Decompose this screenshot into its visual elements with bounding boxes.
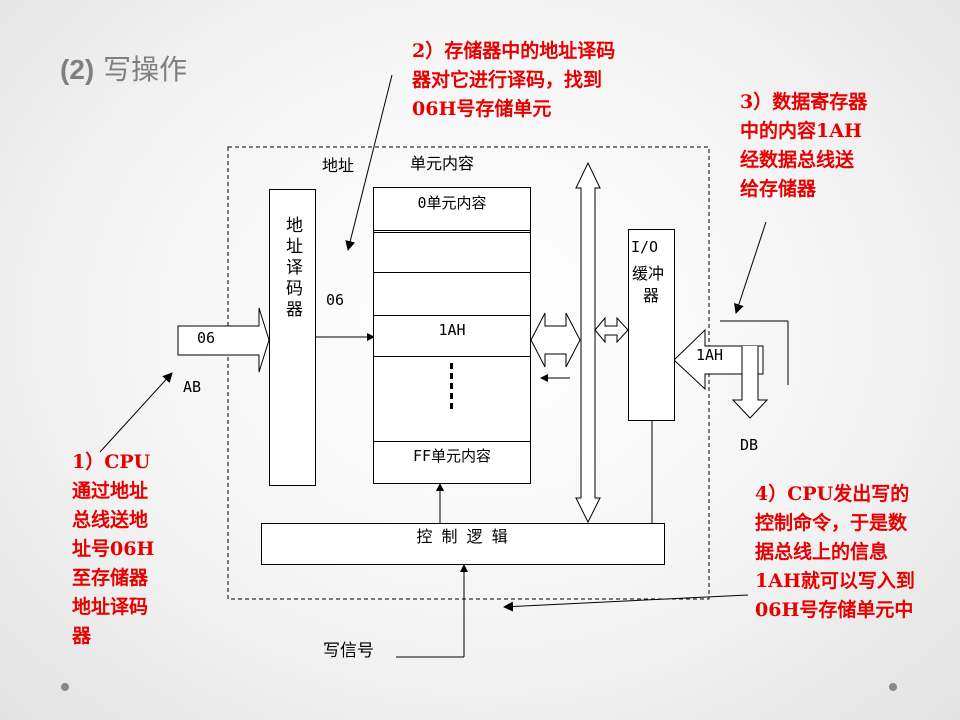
memory-cell-0: 0单元内容 — [374, 188, 530, 231]
write-signal-label: 写信号 — [323, 641, 374, 661]
ellipsis-dots — [450, 363, 453, 411]
memory-cell-0-content: 0单元内容 — [417, 194, 487, 212]
memory-cell-06-content: 1AH — [438, 321, 466, 339]
memory-cell-ff: FF单元内容 — [374, 442, 530, 483]
address-decoder: 地址译码器 — [269, 189, 316, 486]
io-buffer-line3: 器 — [643, 286, 660, 305]
ab-input-arrow — [177, 307, 270, 373]
note-step1: 1）CPU 通过地址 总线送地 址号06H 至存储器 地址译码 器 — [72, 451, 155, 647]
io-buffer-line2: 缓冲 — [632, 264, 665, 283]
note-step3: 3）数据寄存器 中的内容1AH 经数据总线送 给存储器 — [740, 91, 868, 200]
memory-cell-divider — [374, 230, 530, 233]
memory-cell-1 — [374, 232, 530, 273]
memory-cell-gap — [374, 357, 530, 442]
ab-label: AB — [183, 378, 202, 396]
title-prefix: (2) — [60, 54, 95, 85]
db-down-arrow — [731, 346, 769, 419]
memory-array: 0单元内容 1AH FF单元内容 — [373, 187, 531, 484]
note-step4: 4）CPU发出写的 控制命令，于是数 据总线上的信息 1AH就可以写入到 06H… — [755, 483, 915, 621]
control-logic: 控 制 逻 辑 — [261, 523, 665, 565]
db-value: 1AH — [696, 346, 724, 364]
page-title: (2) 写操作 — [60, 48, 187, 88]
content-label: 单元内容 — [410, 154, 475, 173]
note-step2: 2）存储器中的地址译码 器对它进行译码，找到 06H号存储单元 — [412, 40, 616, 120]
io-buffer-line1: I/O — [631, 238, 659, 256]
db-label: DB — [740, 436, 759, 454]
note1-pointer — [99, 372, 173, 453]
note2-pointer — [345, 74, 393, 251]
note3-pointer — [734, 221, 767, 314]
note4-pointer — [503, 594, 749, 612]
array-bus-arrow — [530, 312, 581, 368]
vertical-bus — [575, 161, 601, 524]
memory-cell-06: 1AH — [374, 316, 530, 357]
control-logic-label: 控 制 逻 辑 — [416, 527, 510, 546]
slide-dot-left — [61, 683, 69, 691]
ab-input-value: 06 — [197, 329, 216, 347]
decoder-output-value: 06 — [326, 291, 345, 309]
address-label: 地址 — [322, 156, 355, 175]
title-text: 写操作 — [103, 53, 188, 86]
memory-cell-ff-content: FF单元内容 — [412, 447, 492, 465]
slide-dot-right — [889, 683, 897, 691]
bus-io-arrow — [594, 316, 629, 344]
io-buffer: I/O 缓冲 器 — [628, 229, 675, 421]
memory-cell-2 — [374, 273, 530, 316]
address-decoder-label: 地址译码器 — [282, 216, 302, 321]
